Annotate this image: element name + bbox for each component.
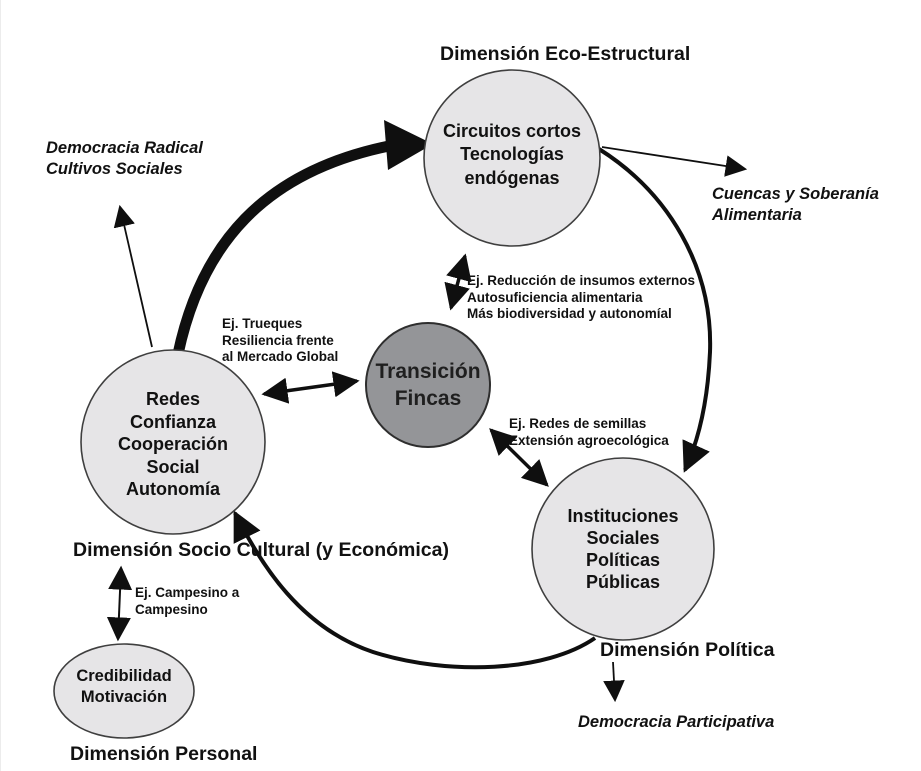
node-personal-ellipse (53, 643, 195, 739)
socio-circle-label: Redes Confianza Cooperación Social Auton… (117, 389, 228, 499)
arrow-political-to-participatory (603, 661, 625, 703)
arrow-transition-political (489, 428, 549, 487)
arrow-socio-to-eco-thick-head (384, 120, 433, 170)
node-socio-circle (80, 349, 266, 535)
radical-democracy-label: Democracia Radical Cultivos Sociales (46, 139, 203, 179)
personal-ellipse-label: Credibilidad Motivación (76, 667, 172, 707)
participatory-democracy-label: Democracia Participativa (578, 713, 775, 731)
arrow-eco-to-watersheds (601, 146, 748, 177)
socio-dimension-title: Dimensión Socio Cultural (y Económica) (73, 539, 449, 561)
node-transition-circle (365, 322, 491, 448)
eco-dimension-title: Dimensión Eco-Estructural (440, 43, 691, 65)
example-transition-political: Ej. Redes de semillas Extensión agroecol… (509, 416, 669, 448)
node-eco-circle (423, 69, 601, 247)
arc-political-to-socio (233, 510, 597, 670)
arrow-transition-eco (444, 253, 472, 311)
eco-circle-label: Circuitos cortos Tecnologías endógenas (442, 121, 582, 188)
political-circle-label: Instituciones Sociales Políticas Pública… (567, 506, 679, 592)
transition-circle-label: Transición Fincas (375, 360, 481, 411)
political-dimension-title: Dimensión Política (600, 639, 775, 661)
arc-eco-to-political (597, 147, 713, 473)
personal-dimension-title: Dimensión Personal (70, 743, 258, 765)
node-political-circle (531, 457, 715, 641)
example-socio-personal: Ej. Campesino a Campesino (135, 585, 240, 617)
arrow-socio-to-radical-democracy (113, 204, 153, 348)
arrow-socio-to-eco-thick (172, 140, 391, 356)
watersheds-label: Cuencas y Soberanía Alimentaria (712, 185, 879, 225)
example-transition-eco: Ej. Reducción de insumos externos Autosu… (467, 273, 696, 322)
arrow-transition-socio (261, 371, 360, 404)
example-transition-socio: Ej. Trueques Resiliencia frente al Merca… (222, 316, 339, 365)
arrow-socio-personal (106, 565, 133, 642)
